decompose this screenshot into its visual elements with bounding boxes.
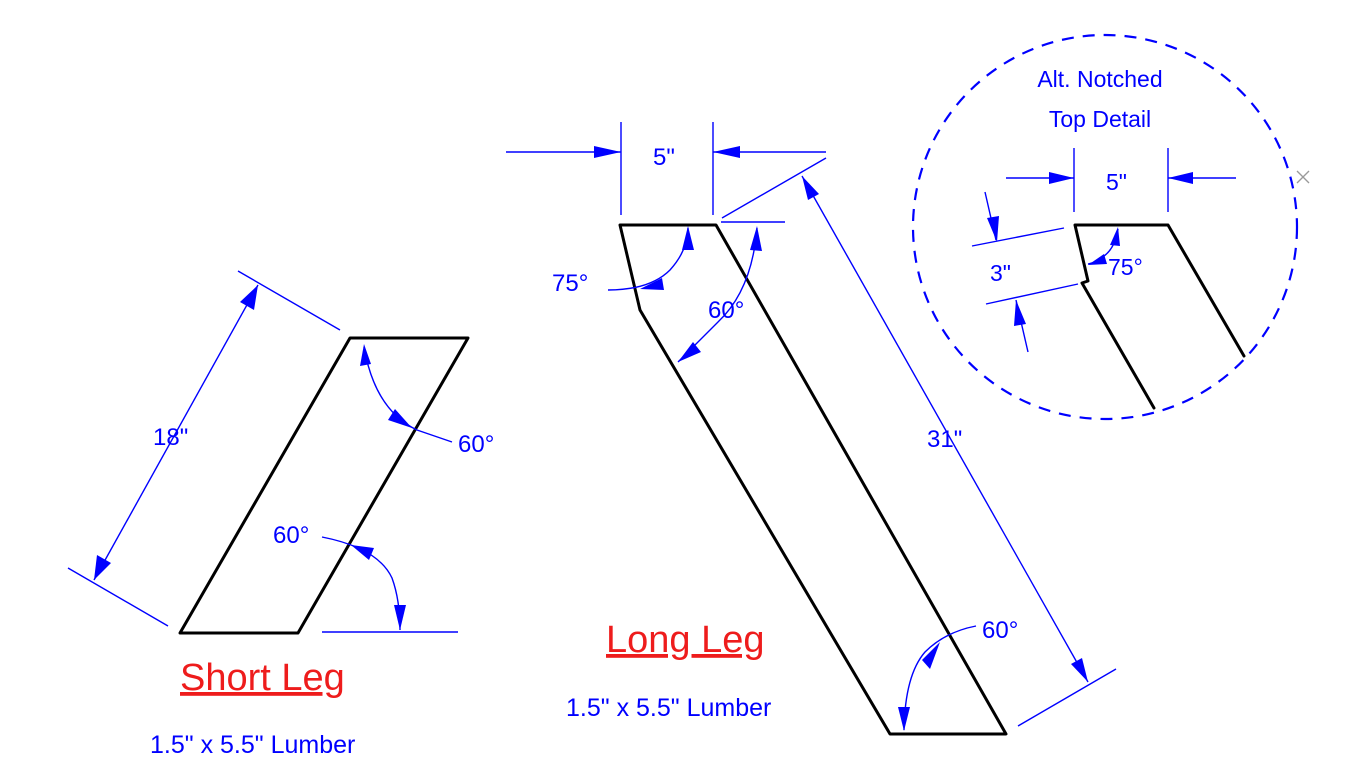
short-leg-length-arrow-top — [240, 285, 258, 310]
short-leg-title: Short Leg — [180, 657, 345, 699]
short-leg-material: 1.5" x 5.5" Lumber — [150, 731, 355, 759]
long-leg-bottom-angle-label: 60° — [982, 617, 1018, 644]
detail-circle — [911, 33, 1299, 421]
short-leg-bottom-angle-arrow-a — [351, 545, 374, 560]
short-leg-bottom-angle-label: 60° — [273, 522, 309, 549]
long-leg-bottom-angle-arrow-a — [922, 642, 940, 669]
short-leg-top-angle-arc — [363, 346, 453, 443]
detail-title-line1: Alt. Notched — [1037, 66, 1162, 92]
long-leg-length-dim-line — [801, 175, 1089, 683]
short-leg-length-dim-line — [93, 284, 259, 581]
long-leg-length-arrow-top — [802, 176, 819, 200]
detail-notch-extension-top — [971, 227, 1065, 247]
long-leg-length-extension-top — [721, 157, 827, 219]
long-leg-bottom-angle-arrow-b — [898, 707, 910, 731]
long-leg-length-arrow-bottom — [1071, 658, 1088, 682]
long-leg-length-label: 31" — [927, 426, 962, 453]
detail-angle-label: 75° — [1108, 254, 1143, 280]
short-leg-extension-line-bottom — [67, 567, 169, 627]
long-leg-outline — [618, 223, 1008, 736]
long-leg-inner-angle-arrow-b — [678, 342, 701, 362]
close-mark-icon — [1296, 170, 1310, 184]
detail-angle-arrow-b — [1088, 254, 1107, 265]
detail-notch-extension-bottom — [985, 283, 1079, 305]
detail-title-line2: Top Detail — [1049, 106, 1151, 132]
detail-width-label: 5" — [1106, 169, 1127, 195]
short-leg-length-label: 18" — [153, 424, 188, 451]
short-leg-bottom-angle-arrow-b — [394, 605, 406, 630]
notched-detail-group: Alt. Notched Top Detail 5" 3" 75° — [911, 33, 1299, 421]
long-leg-title: Long Leg — [606, 619, 765, 661]
long-leg-material: 1.5" x 5.5" Lumber — [566, 694, 771, 722]
short-leg-group: 18" 60° 60° Short Leg 1.5" x 5.5" Lumber — [67, 270, 494, 759]
short-leg-outline — [178, 336, 470, 635]
long-leg-inner-angle-label: 60° — [708, 297, 744, 324]
long-leg-width-arrow-right — [713, 146, 740, 158]
long-leg-width-arrow-left — [594, 146, 621, 158]
long-leg-width-label: 5" — [653, 144, 675, 171]
long-leg-outer-angle-label: 75° — [552, 270, 588, 297]
long-leg-outer-angle-arrow-a — [682, 226, 694, 250]
long-leg-outer-angle-arrow-b — [640, 278, 664, 290]
detail-notch-arrow-top — [987, 216, 999, 242]
detail-angle-arrow-a — [1110, 227, 1120, 246]
long-leg-outer-angle-arc — [607, 227, 689, 291]
detail-width-arrow-right — [1168, 172, 1193, 184]
long-leg-inner-angle-arrow-a — [750, 226, 762, 251]
detail-width-arrow-left — [1049, 172, 1074, 184]
detail-leg-outline-left — [1073, 223, 1246, 410]
short-leg-length-arrow-bottom — [94, 555, 111, 580]
short-leg-extension-line-top — [237, 270, 341, 331]
long-leg-group: 5" 75° 60° 31" 60° Long Leg 1.5" x 5.5" … — [506, 122, 1117, 736]
detail-notch-label: 3" — [990, 260, 1011, 286]
short-leg-top-angle-arrow-b — [388, 409, 412, 428]
detail-notch-arrow-bottom — [1014, 300, 1026, 326]
short-leg-top-angle-label: 60° — [458, 431, 494, 458]
long-leg-length-extension-bottom — [1017, 668, 1117, 727]
long-leg-bottom-angle-arc — [903, 625, 977, 731]
short-leg-top-angle-arrow-a — [360, 344, 371, 366]
